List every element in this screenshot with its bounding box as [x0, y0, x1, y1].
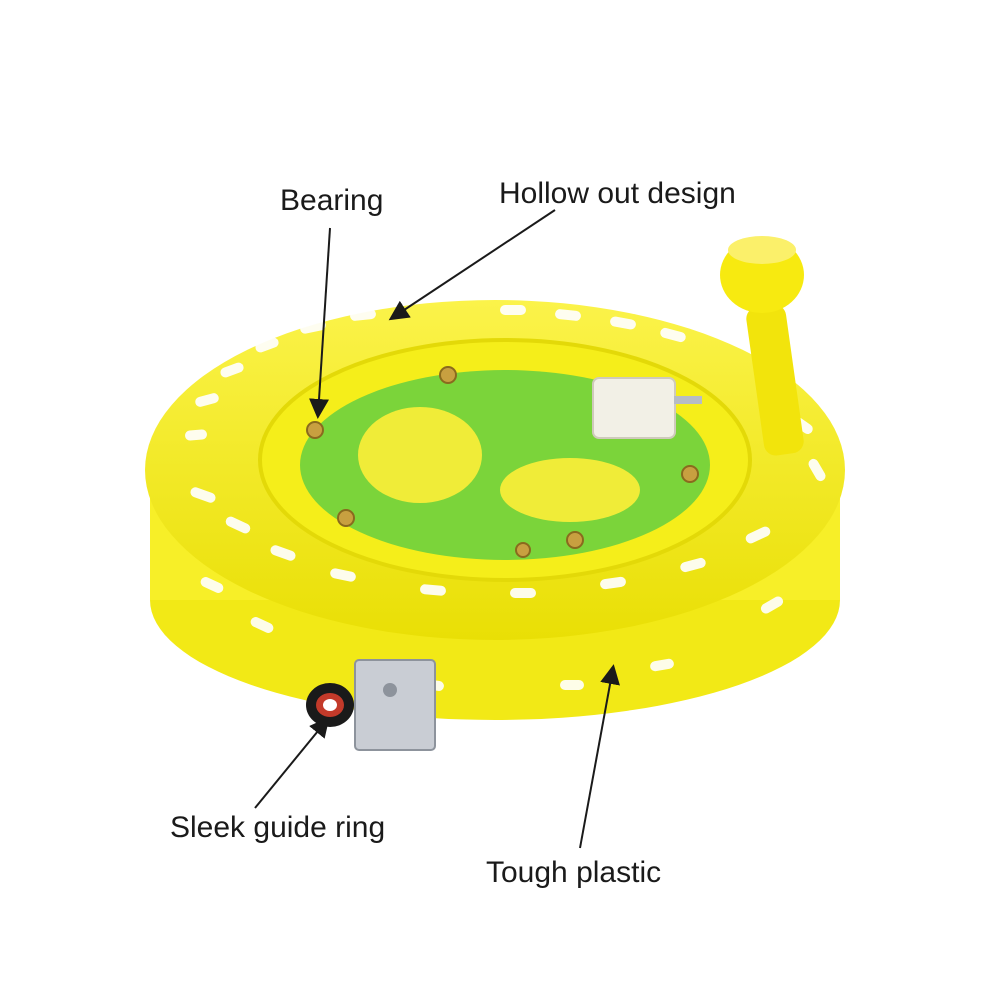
plastic-callout: Tough plastic — [486, 856, 662, 889]
hollow-out-callout: Hollow out design — [499, 177, 736, 210]
handle-block — [592, 377, 676, 439]
arrow — [309, 227, 331, 419]
hub-cutout-left — [358, 407, 482, 503]
hub-cutout-right — [500, 458, 640, 522]
arrow — [254, 716, 330, 809]
arrow — [579, 664, 620, 849]
crank-knob-top — [728, 236, 796, 264]
guide-ring-callout: Sleek guide ring — [170, 811, 386, 844]
arrow — [388, 209, 556, 321]
guide-bracket — [354, 659, 436, 751]
bearing-callout: Bearing — [280, 184, 384, 217]
bracket-screw — [383, 683, 397, 697]
crank-arm — [746, 304, 804, 456]
axle-pin — [674, 396, 702, 404]
bearing-bolts — [306, 366, 699, 558]
